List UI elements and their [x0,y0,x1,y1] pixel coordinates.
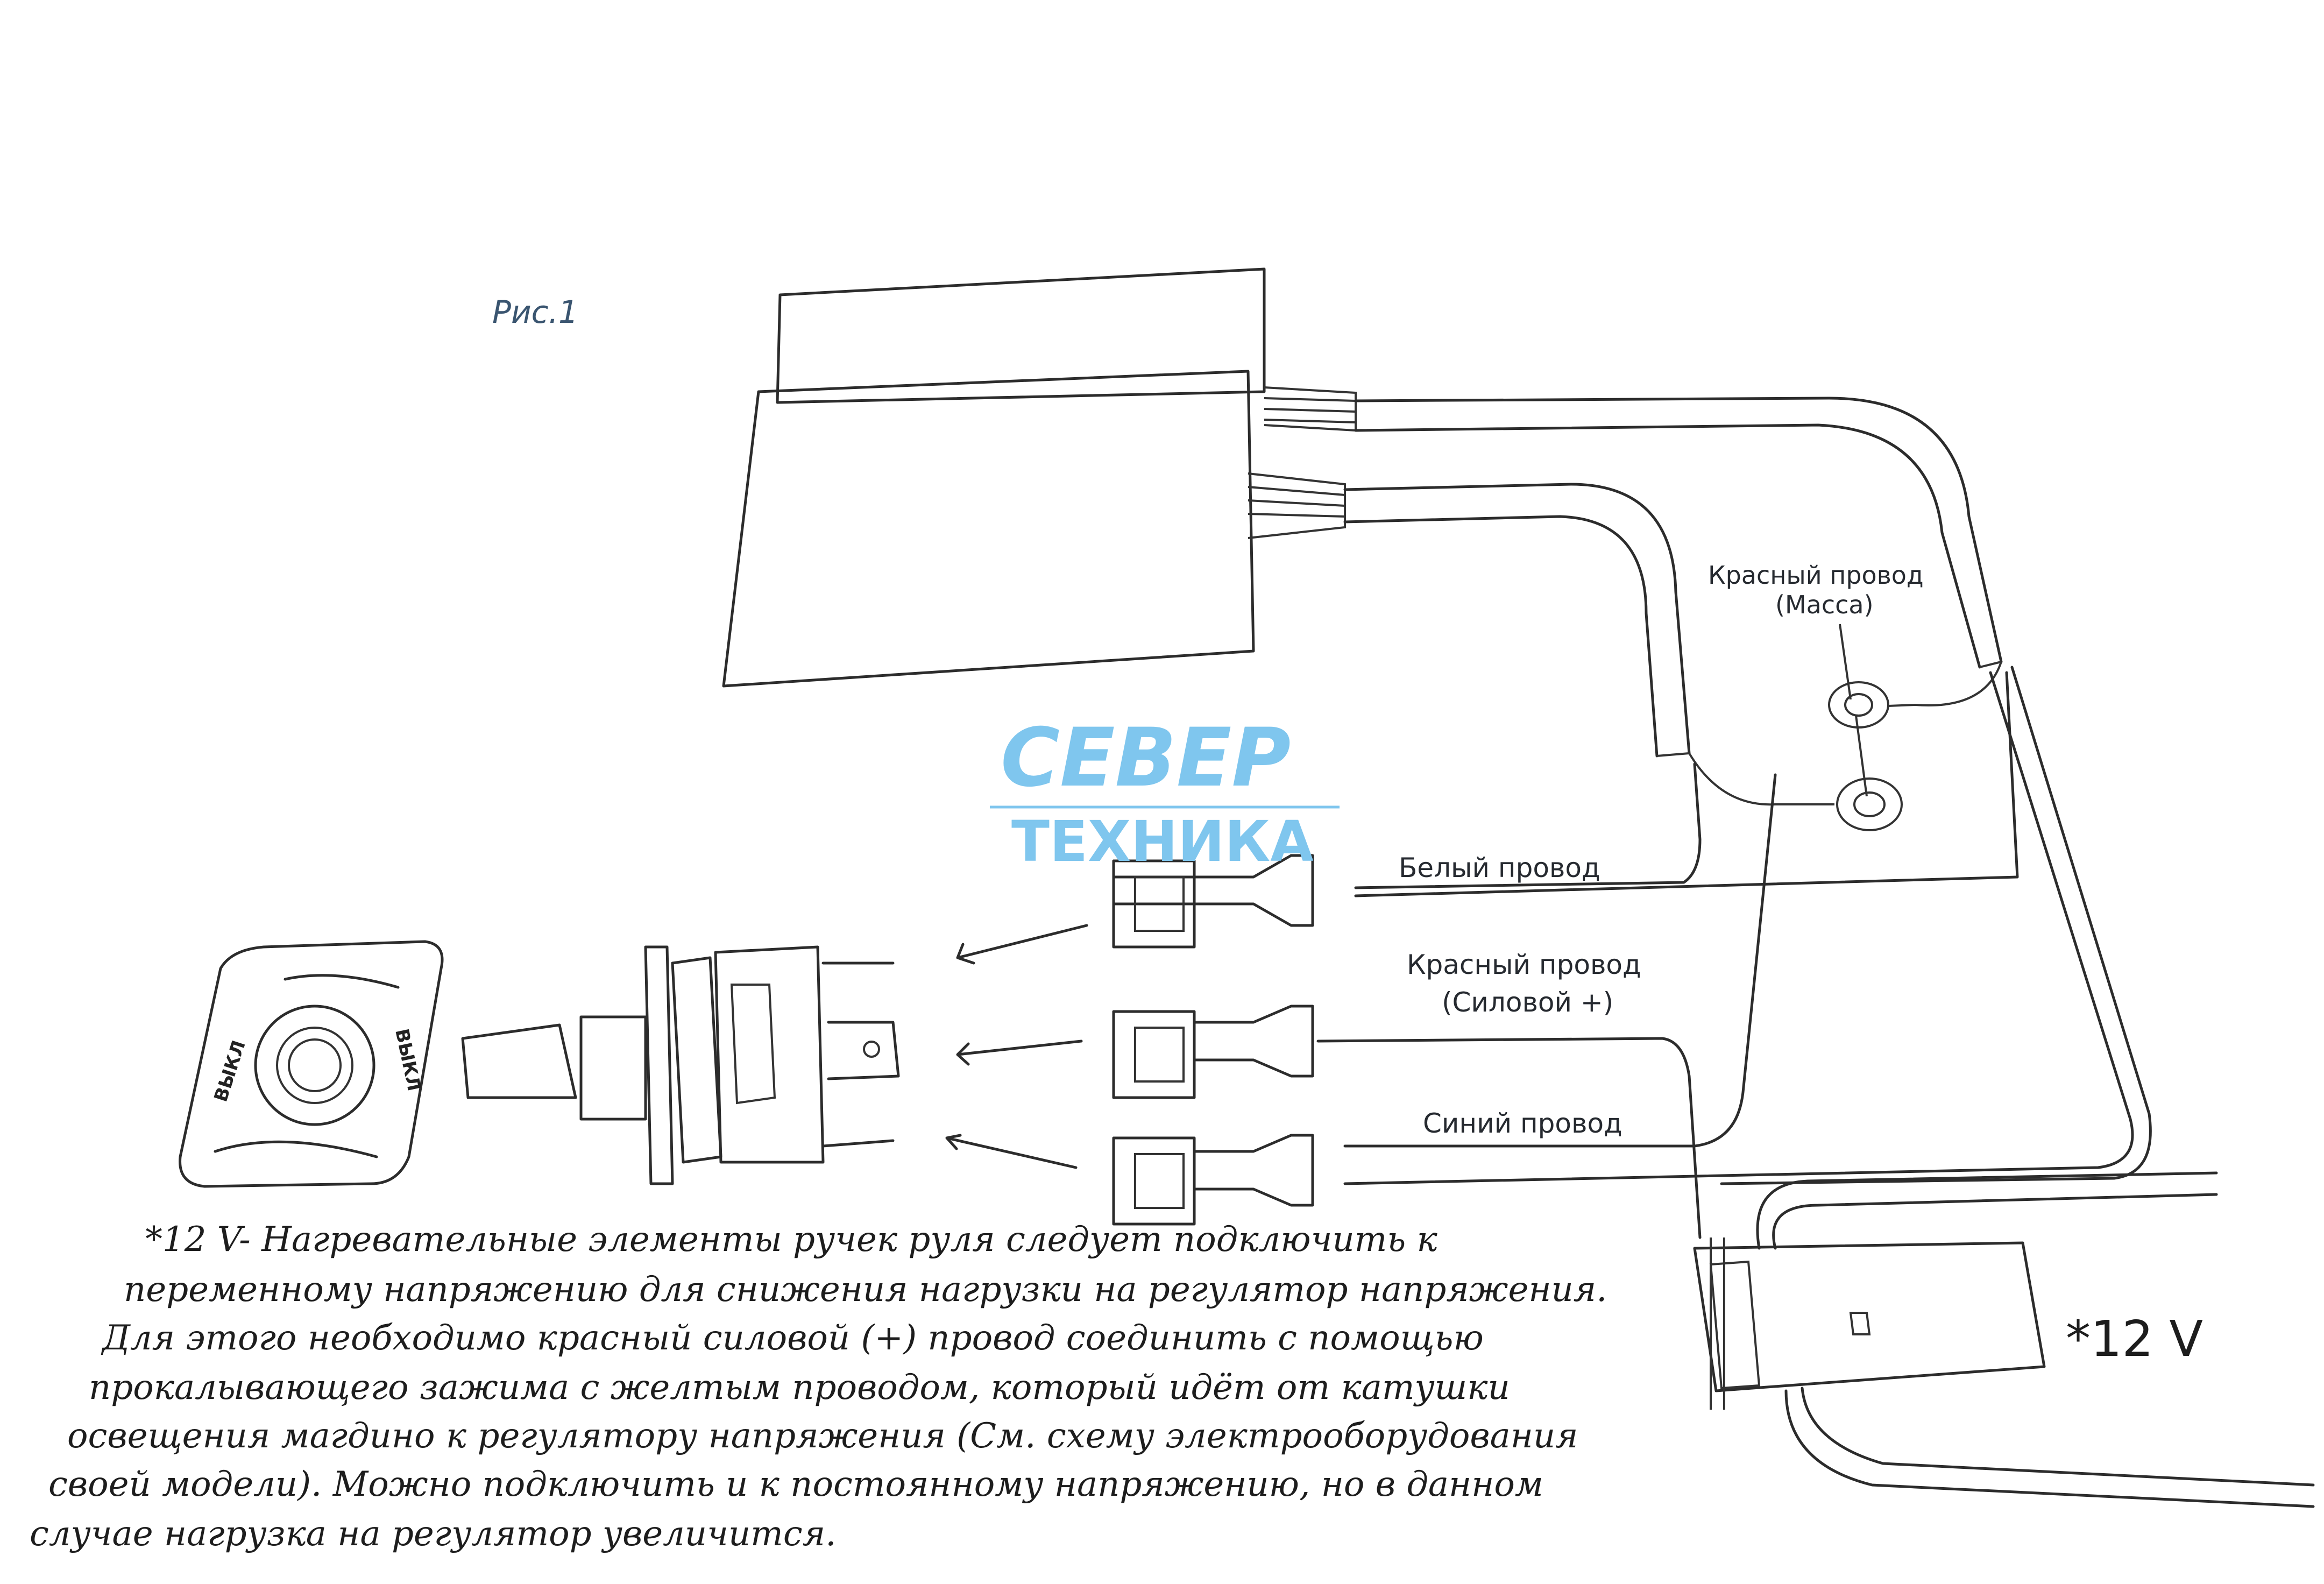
connector-blue [1112,1134,1314,1226]
label-white-wire: Белый провод [1399,852,1600,883]
label-red-ground-2: (Масса) [1775,590,1874,619]
logo-line1: СЕВЕР [1001,711,1291,805]
label-blue-wire: Синий провод [1423,1108,1622,1139]
note-line-7: случае нагрузка на регулятор увеличится. [30,1514,836,1554]
heating-elements [722,267,1357,688]
note-line-4: прокалывающего зажима с желтым проводом,… [89,1368,1510,1408]
note-text: *12 V- Нагревательные элементы ручек рул… [30,1220,1607,1554]
switch-label-left: ВЫКЛ [210,1038,250,1105]
connector-white [1112,854,1314,949]
wire-runs [1316,666,2152,1239]
logo-line2: ТЕХНИКА [1011,809,1314,874]
figure-label: Рис.1 [492,294,578,330]
regulator-label: *12 V [2066,1310,2203,1368]
switch-label-right: ВЫКЛ [391,1027,424,1093]
note-line-5: освещения магдино к регулятору напряжени… [67,1416,1578,1456]
note-line-1: *12 V- Нагревательные элементы ручек рул… [145,1220,1438,1260]
label-red-ground-1: Красный провод [1708,561,1924,590]
ground-terminals [1688,624,2002,831]
logo-watermark: СЕВЕР ТЕХНИКА [990,711,1340,874]
voltage-regulator [1693,1171,2315,1508]
label-red-power-1: Красный провод [1407,949,1641,980]
note-line-2: переменному напряжению для снижения нагр… [124,1270,1607,1310]
cable-bundles [1343,397,2003,758]
connection-arrows [945,924,1088,1169]
label-red-power-2: (Силовой +) [1442,987,1613,1018]
note-line-6: своей модели). Можно подключить и к пост… [48,1465,1543,1504]
connector-red [1112,1005,1314,1099]
toggle-switch [461,945,900,1185]
switch-bezel [179,940,444,1188]
note-line-3: Для этого необходимо красный силовой (+)… [101,1318,1484,1358]
